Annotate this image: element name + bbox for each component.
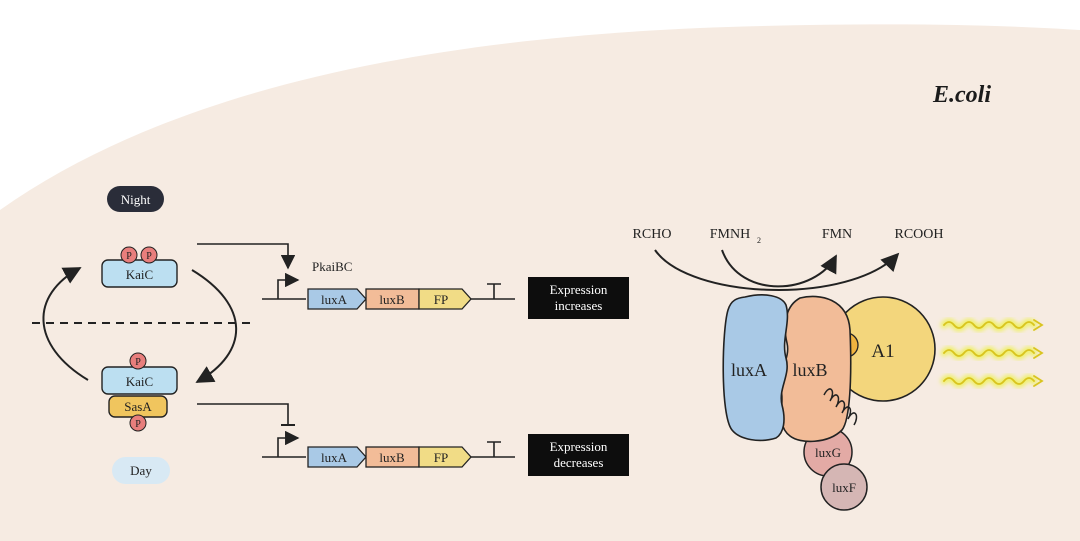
kaic-top-label: KaiC	[126, 267, 153, 282]
gene-luxA-bottom	[307, 446, 367, 468]
phospho-top-1-label: P	[126, 251, 132, 262]
phospho-bottom-below	[129, 414, 147, 432]
coil-spring-icon	[823, 388, 858, 426]
phospho-top-2	[140, 246, 158, 264]
sasa-label: SasA	[124, 399, 152, 414]
expression-increases-box	[528, 277, 629, 319]
gene-luxA-top	[307, 288, 367, 310]
reaction-arrow-inner	[721, 249, 837, 288]
cycle-arrow-right	[191, 269, 238, 383]
rcooh-label: RCOOH	[894, 227, 943, 242]
luxF	[820, 463, 868, 511]
phospho-top-2-label: P	[146, 251, 152, 262]
promoter-bottom-icon	[277, 430, 300, 457]
luxG-label: luxG	[815, 445, 841, 460]
organism-label: E.coli	[932, 82, 991, 108]
kaic-top	[101, 259, 178, 288]
phospho-bottom-top	[129, 352, 147, 370]
luxB-subunit	[779, 295, 852, 443]
night-label: Night	[121, 192, 151, 207]
promoter-top-icon	[277, 272, 300, 299]
expression-decreases-line1: Expression	[550, 439, 608, 454]
phospho-bottom-below-label: P	[135, 419, 141, 430]
luxF-label: luxF	[832, 480, 856, 495]
fmn-label: FMN	[822, 227, 852, 242]
rcho-label: RCHO	[633, 227, 672, 242]
night-pill	[107, 186, 164, 212]
phospho-bottom-top-label: P	[135, 357, 141, 368]
a1-label: A1	[871, 341, 894, 362]
promoter-label: PkaiBC	[312, 259, 352, 274]
gene-fp-top	[418, 288, 472, 310]
fmnh2-subscript: 2	[757, 236, 761, 245]
kaic-bottom-label: KaiC	[126, 374, 153, 389]
gene-fp-bottom	[418, 446, 472, 468]
terminator-top-icon	[487, 283, 501, 299]
expression-decreases-line2: decreases	[554, 455, 604, 470]
expression-increases-line2: increases	[555, 298, 603, 313]
gene-luxB-bottom-label: luxB	[379, 450, 405, 465]
inhibition-line	[197, 403, 289, 425]
gene-fp-top-label: FP	[434, 292, 448, 307]
expression-increases-line1: Expression	[550, 282, 608, 297]
day-label: Day	[130, 463, 152, 478]
gene-fp-bottom-label: FP	[434, 450, 448, 465]
expression-decreases-box	[528, 434, 629, 476]
gene-luxA-top-label: luxA	[321, 292, 348, 307]
gene-luxB-top-label: luxB	[379, 292, 405, 307]
terminator-bottom-icon	[487, 441, 501, 457]
activation-arrow	[197, 243, 296, 270]
gene-luxA-bottom-label: luxA	[321, 450, 348, 465]
cycle-arrow-left	[42, 267, 89, 381]
luxA-subunit	[722, 294, 789, 442]
light-emission-icon	[940, 318, 1044, 388]
luxB-subunit-label: luxB	[792, 360, 827, 380]
fmnh2-label: FMNH	[710, 227, 750, 242]
day-pill	[112, 457, 170, 484]
reaction-arrow-outer	[654, 249, 900, 291]
phospho-top-1	[120, 246, 138, 264]
luxA-subunit-label: luxA	[731, 360, 767, 380]
